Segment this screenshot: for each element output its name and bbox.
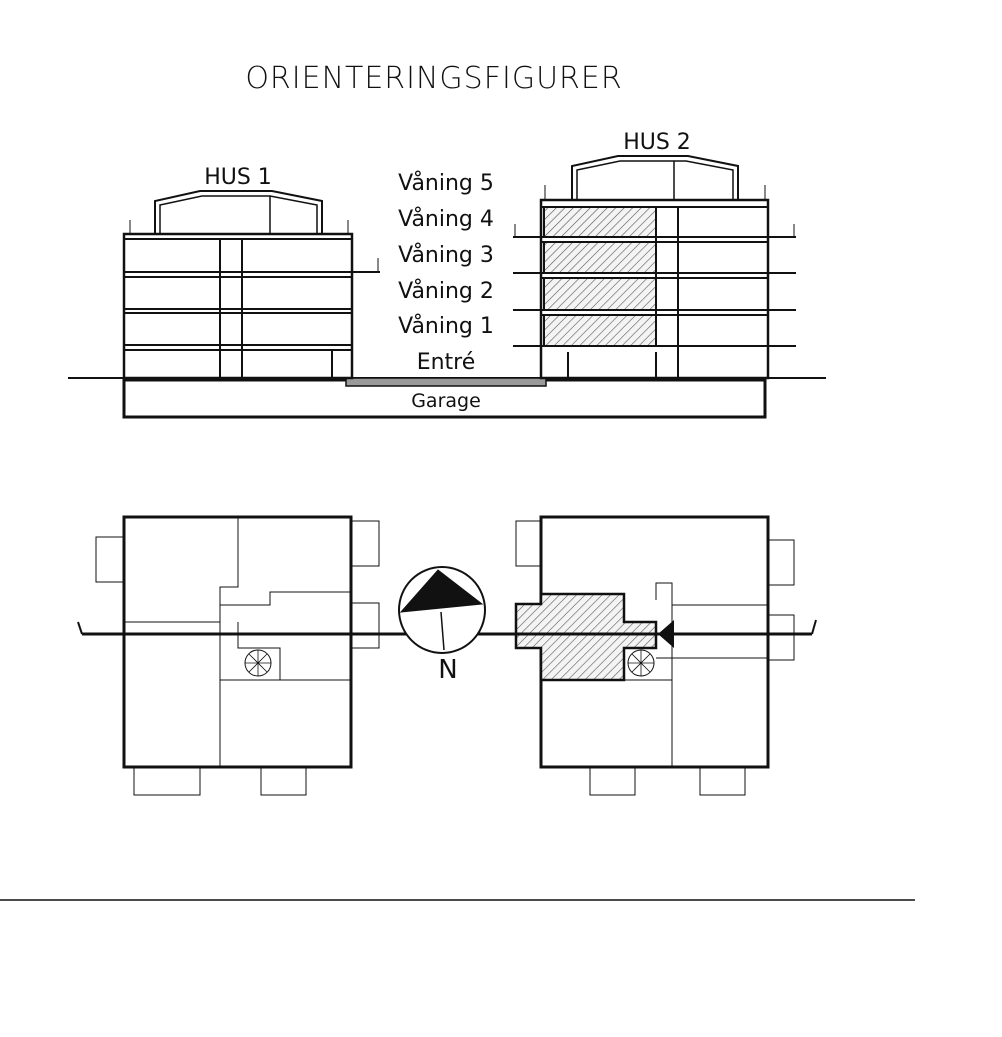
compass-north-label: N [438,655,457,685]
floor-label-1: Våning 1 [398,313,494,339]
highlighted-unit-floor-3 [543,241,657,274]
highlighted-unit-floor-1 [543,314,657,347]
garage-slab [345,377,547,387]
compass: N [398,566,486,685]
house-1-section [122,190,380,380]
compass-needle-icon [399,569,484,613]
highlighted-unit-floor-2 [543,277,657,311]
house-2-section [513,155,796,380]
page-title: ORIENTERINGSFIGURER [245,61,622,96]
entrance-label: Entré [417,350,476,375]
floor-label-2: Våning 2 [398,278,494,304]
floor-label-3: Våning 3 [398,242,494,268]
house-1-label: HUS 1 [204,165,272,190]
compass-circle-icon [398,566,486,654]
garage-label: Garage [411,390,481,412]
house-2-label: HUS 2 [623,130,691,155]
section-view [68,155,826,419]
entrance-arrow-icon [658,620,674,648]
highlighted-unit-plan [514,592,658,682]
house-2-plan [514,515,795,796]
house-1-plan [95,515,380,796]
floor-label-5: Våning 5 [398,170,494,196]
floor-label-4: Våning 4 [398,206,494,232]
highlighted-unit-floor-4 [543,206,657,238]
